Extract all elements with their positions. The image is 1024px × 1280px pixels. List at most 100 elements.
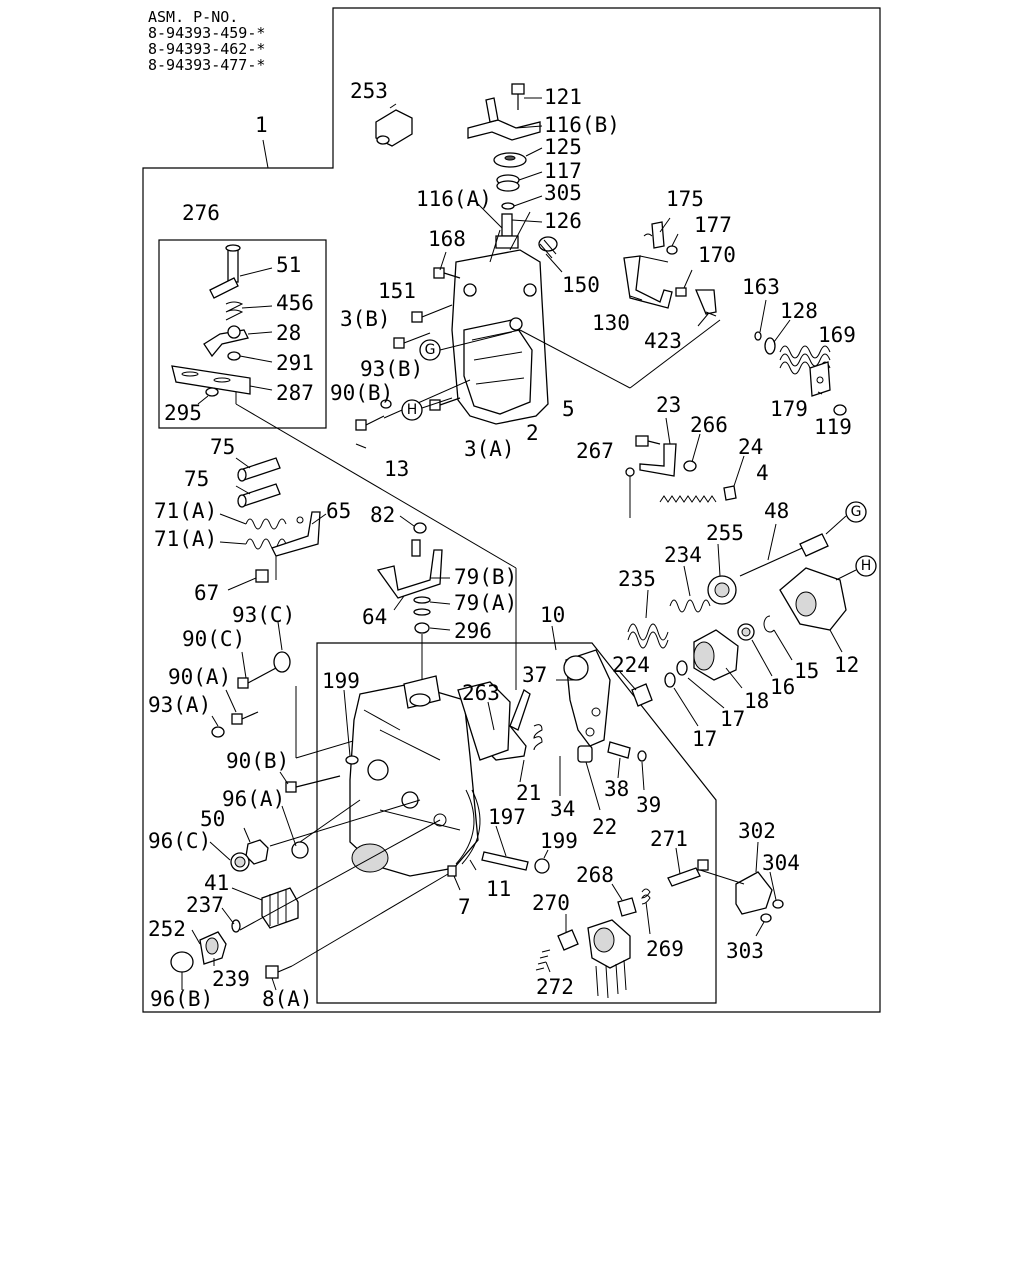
part-423-lever <box>695 289 717 317</box>
leader-g-right <box>825 515 847 535</box>
part-75-tube-upper <box>237 457 281 482</box>
ref-circle-h-top: H <box>401 399 423 421</box>
label-304: 304 <box>762 851 800 875</box>
label-302: 302 <box>738 819 776 843</box>
label-199-right: 199 <box>540 829 578 853</box>
label-3b: 3(B) <box>340 307 391 331</box>
label-163: 163 <box>742 275 780 299</box>
svg-text:G: G <box>851 504 862 520</box>
part-128-washer <box>764 337 776 355</box>
header-title: ASM. P-NO. <box>148 8 238 26</box>
label-116a: 116(A) <box>416 187 492 211</box>
part-11-seal <box>455 789 481 865</box>
part-22-roller <box>577 745 593 763</box>
part-37-lever-assembly <box>563 649 611 747</box>
leader-50-to-body <box>269 799 421 847</box>
part-3b-bolt <box>393 332 431 349</box>
label-125: 125 <box>544 135 582 159</box>
leader-96a-to-body <box>299 799 361 843</box>
label-168: 168 <box>428 227 466 251</box>
part-17-washer-upper <box>676 660 688 676</box>
part-130-bracket <box>623 255 673 309</box>
label-267: 267 <box>576 439 614 463</box>
label-117: 117 <box>544 159 582 183</box>
label-82: 82 <box>370 503 395 527</box>
label-11: 11 <box>486 877 511 901</box>
part-302-bracket <box>735 871 773 915</box>
label-291: 291 <box>276 351 314 375</box>
label-leader-lines <box>181 97 843 991</box>
leader-8a-to-body <box>291 873 449 967</box>
part-305-washer <box>501 202 515 210</box>
label-253: 253 <box>350 79 388 103</box>
part-90b-bolt <box>355 415 385 431</box>
label-252: 252 <box>148 917 186 941</box>
leader-276-to-lever <box>235 403 517 569</box>
part-93b-washer <box>380 399 392 409</box>
label-90c: 90(C) <box>182 627 245 651</box>
label-8a: 8(A) <box>262 987 313 1011</box>
part-271-bolt <box>667 859 709 887</box>
part-224-block <box>631 683 653 707</box>
part-17-washer-lower <box>664 672 676 688</box>
part-272-screw <box>535 949 551 971</box>
part-117-ring <box>496 174 520 192</box>
label-272: 272 <box>536 975 574 999</box>
label-303: 303 <box>726 939 764 963</box>
part-64-bracket <box>376 539 443 599</box>
header-part-number-3: 8-94393-477-* <box>148 56 265 74</box>
part-125-cap <box>493 152 527 168</box>
part-121-screw <box>511 83 525 110</box>
label-423: 423 <box>644 329 682 353</box>
part-13-pin <box>355 443 367 449</box>
label-16: 16 <box>770 675 795 699</box>
label-305: 305 <box>544 181 582 205</box>
label-93a: 93(A) <box>148 693 211 717</box>
label-21: 21 <box>516 781 541 805</box>
part-18-sleeve <box>693 629 739 681</box>
label-179: 179 <box>770 397 808 421</box>
part-24-spring <box>659 495 717 503</box>
part-179-plate <box>809 361 831 397</box>
part-48-shaft <box>739 533 829 577</box>
label-90a: 90(A) <box>168 665 231 689</box>
part-119-nut <box>833 404 847 416</box>
part-177-nut <box>666 245 678 255</box>
part-291-nut <box>227 351 241 361</box>
label-5: 5 <box>562 397 575 421</box>
svg-text:G: G <box>425 342 436 358</box>
ref-circle-g-right: G <box>845 501 867 523</box>
part-304-nut <box>772 899 784 909</box>
label-255: 255 <box>706 521 744 545</box>
label-71a-lower: 71(A) <box>154 527 217 551</box>
subassembly-276-frame <box>158 239 327 429</box>
label-22: 22 <box>592 815 617 839</box>
part-93c-nut <box>273 651 291 673</box>
part-number-labels: 1 253 121 116(B) 125 117 116(A) 305 126 … <box>148 79 859 1011</box>
part-199-plug-left <box>345 755 359 765</box>
header-part-number-1: 8-94393-459-* <box>148 24 265 42</box>
part-90c-bolt <box>237 667 277 689</box>
part-82-nut <box>413 522 427 534</box>
part-8a-bolt <box>265 965 293 979</box>
leader-93b-to-housing <box>383 379 471 419</box>
leader-41-to-body <box>239 819 441 931</box>
outer-assembly-frame <box>142 7 881 1013</box>
assembly-part-number-header: ASM. P-NO. 8-94393-459-* 8-94393-462-* 8… <box>148 8 265 74</box>
subassembly-10-frame <box>316 642 717 1004</box>
label-456: 456 <box>276 291 314 315</box>
part-116b-bracket <box>467 97 541 141</box>
leader-housing-to-423 <box>519 329 631 389</box>
label-235: 235 <box>618 567 656 591</box>
part-2-governor-housing <box>451 211 549 425</box>
label-24: 24 <box>738 435 763 459</box>
label-48: 48 <box>764 499 789 523</box>
part-71a-spring-lower <box>245 538 287 550</box>
part-93a-nut <box>211 726 225 738</box>
label-18: 18 <box>744 689 769 713</box>
part-65-plate <box>271 511 321 557</box>
label-51: 51 <box>276 253 301 277</box>
label-3a: 3(A) <box>464 437 515 461</box>
part-10-pump-body <box>349 675 511 877</box>
